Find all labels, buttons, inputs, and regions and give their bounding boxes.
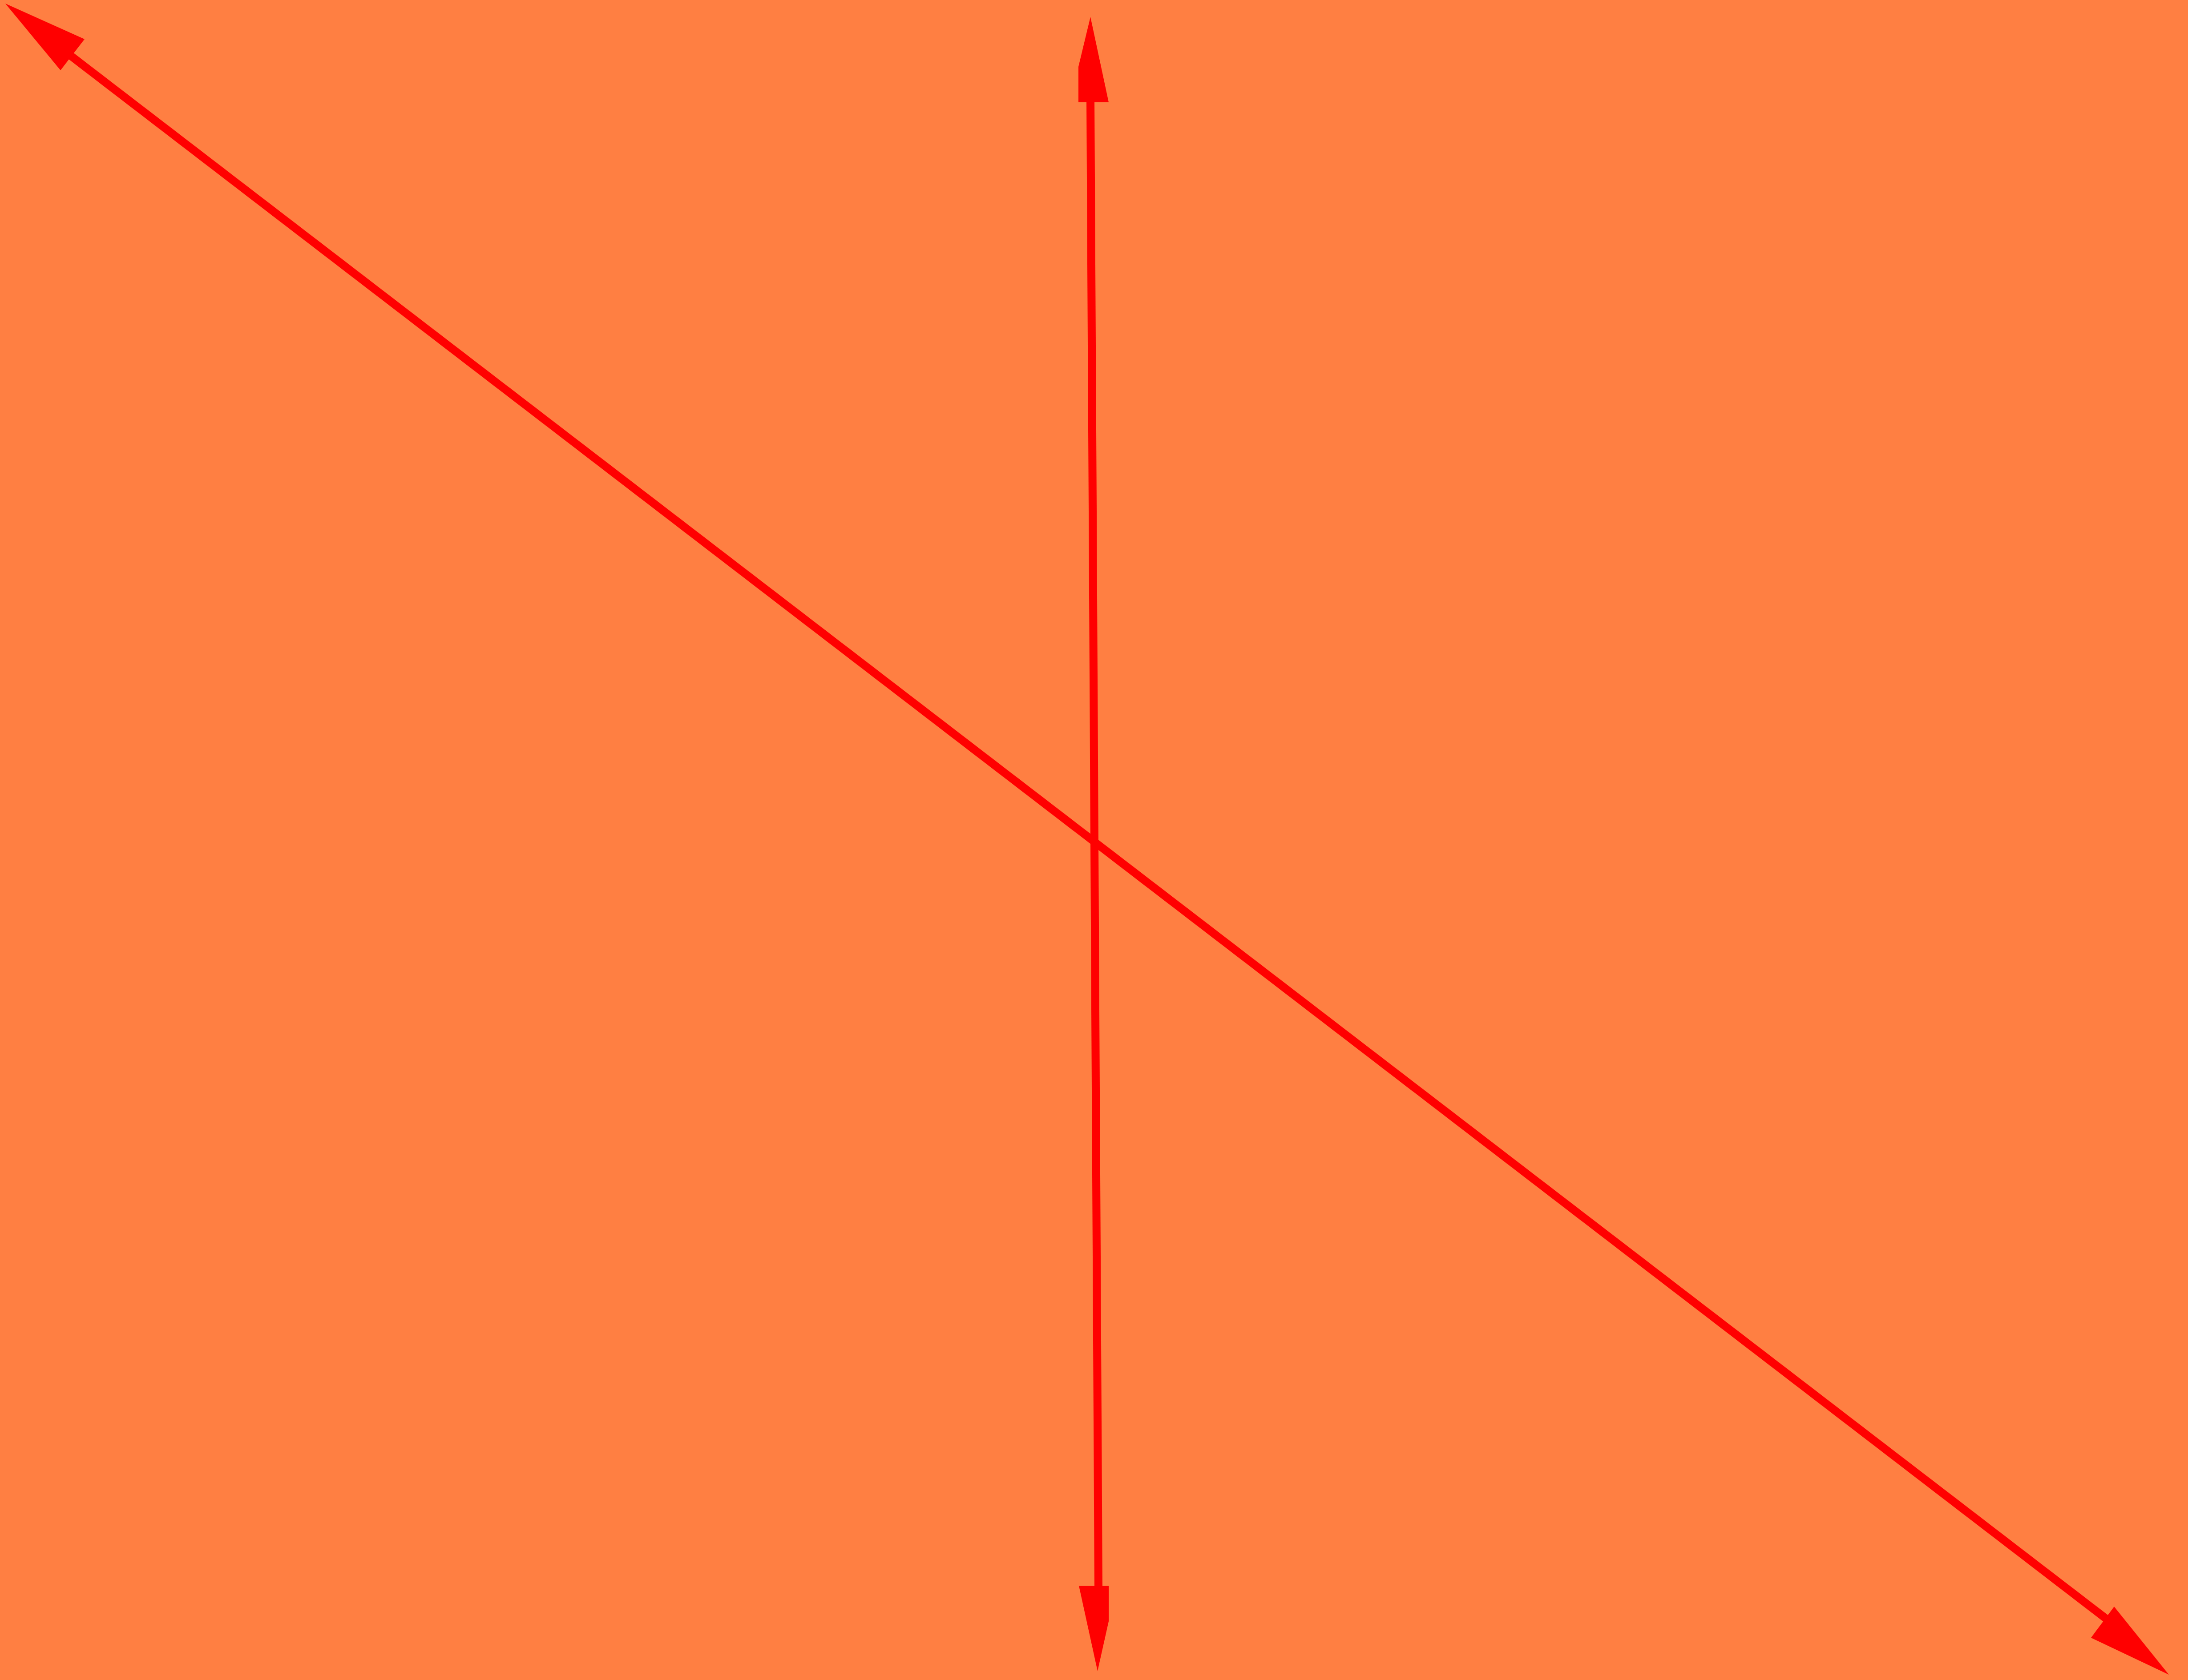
- diagonal-arrowhead-bottom-right: [2091, 1607, 2169, 1675]
- diagonal-line-shaft: [65, 50, 2109, 1623]
- vertical-arrowhead-bottom: [1079, 1586, 1109, 1671]
- vertical-line-shaft: [1086, 97, 1102, 1588]
- vertical-line-arrow: [1078, 17, 1109, 1671]
- diagonal-arrowhead-top-left: [5, 4, 85, 70]
- diagonal-line-arrow: [5, 4, 2169, 1675]
- vertical-arrowhead-top: [1078, 17, 1109, 102]
